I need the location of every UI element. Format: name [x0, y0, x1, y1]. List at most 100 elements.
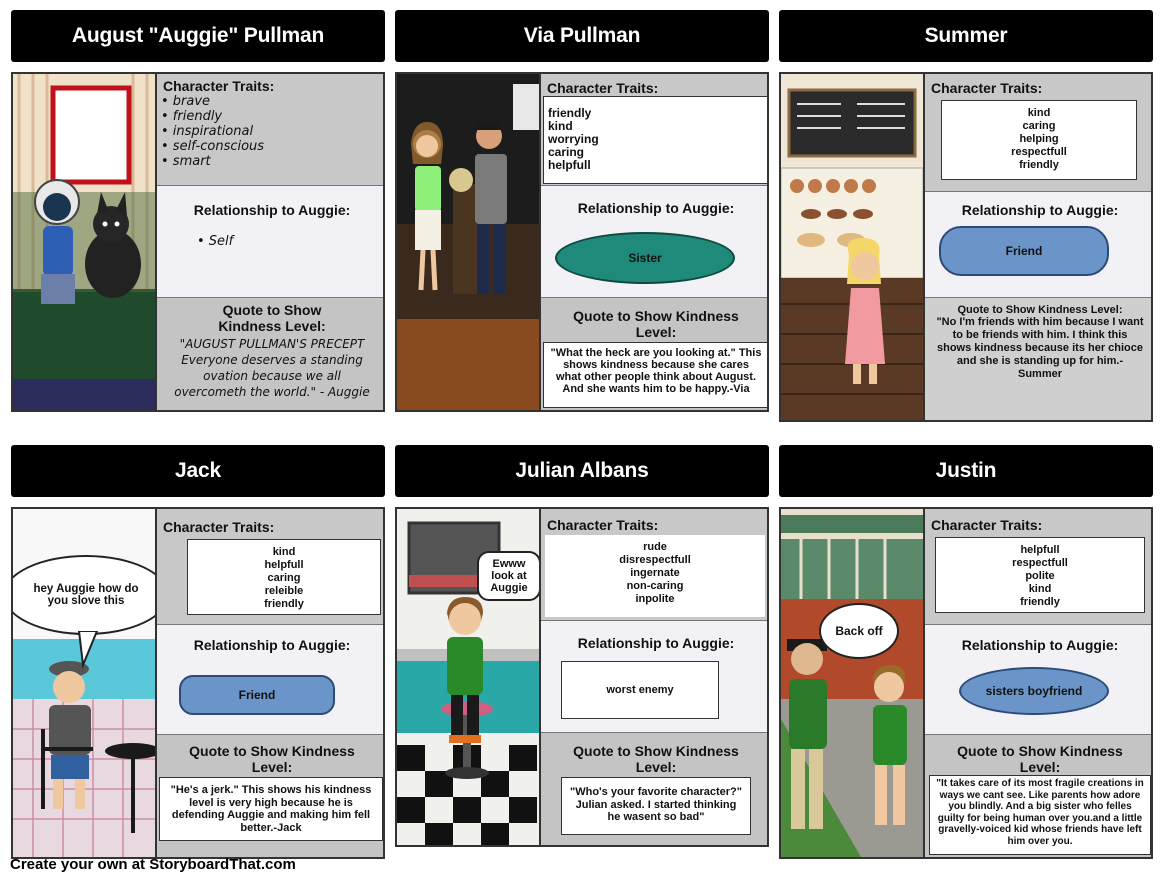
- trait-item: • smart: [161, 154, 211, 169]
- bedroom-illustration: [13, 74, 155, 410]
- scene-via-hall: [397, 74, 539, 410]
- relationship-heading: Relationship to Auggie:: [577, 200, 735, 216]
- traits-box: kind helpfull caring releible friendly: [187, 539, 381, 615]
- relationship-heading: Relationship to Auggie:: [577, 635, 735, 651]
- quote-section: Quote to Show Kindness Level: "AUGUST PU…: [157, 298, 383, 410]
- trait-item: disrespectfull: [619, 554, 691, 566]
- relationship-value: worst enemy: [606, 684, 674, 696]
- traits-heading: Character Traits:: [931, 80, 1043, 96]
- trait-item: • self-conscious: [161, 139, 265, 154]
- panel-1-title: August "Auggie" Pullman: [11, 10, 385, 62]
- speech-bubble-justin: Back off: [819, 603, 899, 659]
- quote-section: Quote to Show Kindness Level: "He's a je…: [157, 735, 383, 857]
- panel-auggie: Character Traits: • brave • friendly • i…: [11, 72, 385, 412]
- info-column-via: Character Traits: friendly kind worrying…: [539, 74, 767, 410]
- quote-heading: Quote to Show Kindness Level:: [957, 304, 1123, 316]
- quote-heading: Quote to Show Kindness Level:: [957, 743, 1123, 775]
- trait-item: non-caring: [626, 580, 684, 592]
- trait-item: polite: [1025, 570, 1055, 582]
- trait-item: • inspirational: [161, 124, 254, 139]
- traits-heading: Character Traits:: [163, 519, 275, 535]
- trait-item: caring: [267, 572, 301, 584]
- quote-section: Quote to Show Kindness Level: "It takes …: [925, 735, 1151, 857]
- scene-auggie-bedroom: [13, 74, 155, 410]
- quote-heading: Quote to Show Kindness Level:: [218, 302, 326, 334]
- traits-list: • brave • friendly • inspirational • sel…: [157, 94, 383, 169]
- relationship-heading: Relationship to Auggie:: [193, 637, 351, 653]
- trait-item: • brave: [161, 94, 211, 109]
- trait-item: kind: [1027, 107, 1051, 119]
- street-illustration: [781, 509, 923, 857]
- relationship-oval: sisters boyfriend: [959, 667, 1109, 715]
- trait-item: ingernate: [630, 567, 680, 579]
- relationship-section: Relationship to Auggie: worst enemy: [541, 621, 767, 733]
- traits-heading: Character Traits:: [547, 517, 659, 533]
- relationship-heading: Relationship to Auggie:: [193, 202, 351, 218]
- info-column-auggie: Character Traits: • brave • friendly • i…: [155, 74, 383, 410]
- trait-item: caring: [548, 145, 585, 159]
- panel-6-title: Justin: [779, 445, 1153, 497]
- relationship-heading: Relationship to Auggie:: [961, 202, 1119, 218]
- traits-heading: Character Traits:: [547, 80, 659, 96]
- relationship-section: Relationship to Auggie: sisters boyfrien…: [925, 625, 1151, 735]
- relationship-section: Relationship to Auggie: • Self: [157, 186, 383, 298]
- traits-section: Character Traits: rude disrespectfull in…: [541, 509, 767, 621]
- quote-text: "No I'm friends with him because I want …: [936, 316, 1144, 380]
- quote-heading: Quote to Show Kindness Level:: [189, 743, 355, 775]
- trait-item: rude: [643, 541, 667, 553]
- traits-section: Character Traits: kind caring helping re…: [925, 74, 1151, 192]
- traits-heading: Character Traits:: [163, 78, 275, 94]
- panel-jack: hey Auggie how do you slove this Charact…: [11, 507, 385, 859]
- traits-box: kind caring helping respectfull friendly: [941, 100, 1137, 180]
- info-column-jack: Character Traits: kind helpfull caring r…: [155, 509, 383, 857]
- relationship-section: Relationship to Auggie: Friend: [925, 192, 1151, 298]
- trait-item: friendly: [1020, 596, 1060, 608]
- info-column-justin: Character Traits: helpfull respectfull p…: [923, 509, 1151, 857]
- quote-heading: Quote to Show Kindness Level:: [573, 308, 739, 340]
- trait-item: kind: [548, 119, 573, 133]
- quote-section: Quote to Show Kindness Level: "No I'm fr…: [925, 298, 1151, 420]
- trait-item: friendly: [548, 106, 592, 120]
- panel-justin: Back off Character Traits: helpfull resp…: [779, 507, 1153, 859]
- relationship-badge: Friend: [939, 226, 1109, 276]
- footer-credit[interactable]: Create your own at StoryboardThat.com: [10, 856, 296, 873]
- traits-box: rude disrespectfull ingernate non-caring…: [545, 535, 765, 617]
- quote-heading: Quote to Show Kindness Level:: [573, 743, 739, 775]
- trait-item: kind: [272, 546, 296, 558]
- speech-bubble-julian: Ewww look at Auggie: [477, 551, 541, 601]
- quote-box: "What the heck are you looking at." This…: [543, 342, 767, 408]
- trait-item: worrying: [548, 132, 599, 146]
- panel-summer: Character Traits: kind caring helping re…: [779, 72, 1153, 422]
- relationship-heading: Relationship to Auggie:: [961, 637, 1119, 653]
- trait-item: inpolite: [635, 593, 675, 605]
- relationship-box: worst enemy: [561, 661, 719, 719]
- panel-via: Character Traits: friendly kind worrying…: [395, 72, 769, 412]
- trait-item: friendly: [264, 598, 304, 610]
- relationship-oval: Sister: [555, 232, 735, 284]
- trait-item: releible: [264, 585, 304, 597]
- traits-box: helpfull respectfull polite kind friendl…: [935, 537, 1145, 613]
- speech-tail: [77, 631, 99, 669]
- relationship-value: • Self: [197, 234, 234, 249]
- trait-item: helpfull: [548, 158, 591, 172]
- cafe-illustration: [781, 74, 923, 420]
- trait-item: helpfull: [264, 559, 304, 571]
- scene-summer-cafe: [781, 74, 923, 420]
- traits-section: Character Traits: kind helpfull caring r…: [157, 509, 383, 625]
- scene-justin-street: [781, 509, 923, 857]
- quote-text: "AUGUST PULLMAN'S PRECEPT Everyone deser…: [174, 337, 370, 399]
- traits-heading: Character Traits:: [931, 517, 1043, 533]
- info-column-julian: Character Traits: rude disrespectfull in…: [539, 509, 767, 845]
- panel-4-title: Jack: [11, 445, 385, 497]
- relationship-section: Relationship to Auggie: Sister: [541, 186, 767, 298]
- trait-item: helping: [1019, 133, 1059, 145]
- quote-box: "Who's your favorite character?" Julian …: [561, 777, 751, 835]
- quote-section: Quote to Show Kindness Level: "What the …: [541, 298, 767, 410]
- traits-section: Character Traits: helpfull respectfull p…: [925, 509, 1151, 625]
- trait-item: kind: [1028, 583, 1052, 595]
- trait-item: friendly: [1019, 159, 1059, 171]
- trait-item: respectfull: [1011, 146, 1067, 158]
- panel-2-title: Via Pullman: [395, 10, 769, 62]
- panel-3-title: Summer: [779, 10, 1153, 62]
- trait-item: • friendly: [161, 109, 223, 124]
